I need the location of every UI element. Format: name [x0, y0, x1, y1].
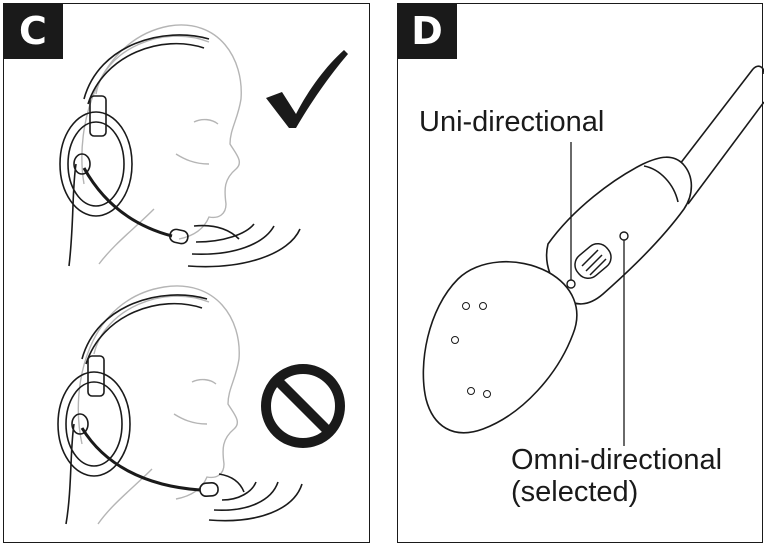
uni-directional-label: Uni-directional [419, 106, 605, 138]
head-top [81, 24, 242, 265]
panel-d-tag: D [397, 3, 457, 59]
panel-c: C [3, 3, 370, 543]
microphone-illustration [422, 65, 764, 446]
mode-switch [574, 242, 612, 280]
foam-windscreen [422, 260, 578, 434]
panel-c-tag: C [3, 3, 63, 59]
omni-label-line2: (selected) [511, 476, 639, 508]
omni-directional-label: Omni-directional (selected) [511, 444, 722, 508]
prohibited-icon [261, 364, 345, 448]
panel-d: D [397, 3, 764, 543]
headset-bottom [57, 294, 219, 525]
omni-indicator-dot [619, 231, 629, 241]
omni-label-line1: Omni-directional [511, 444, 723, 476]
headset-top [59, 34, 210, 267]
panel-c-illustration [57, 24, 348, 525]
sound-waves-top [187, 223, 301, 268]
checkmark-icon [266, 50, 348, 128]
sound-waves-bottom [208, 473, 303, 522]
head-bottom [77, 285, 240, 525]
uni-indicator-dot [566, 279, 576, 289]
